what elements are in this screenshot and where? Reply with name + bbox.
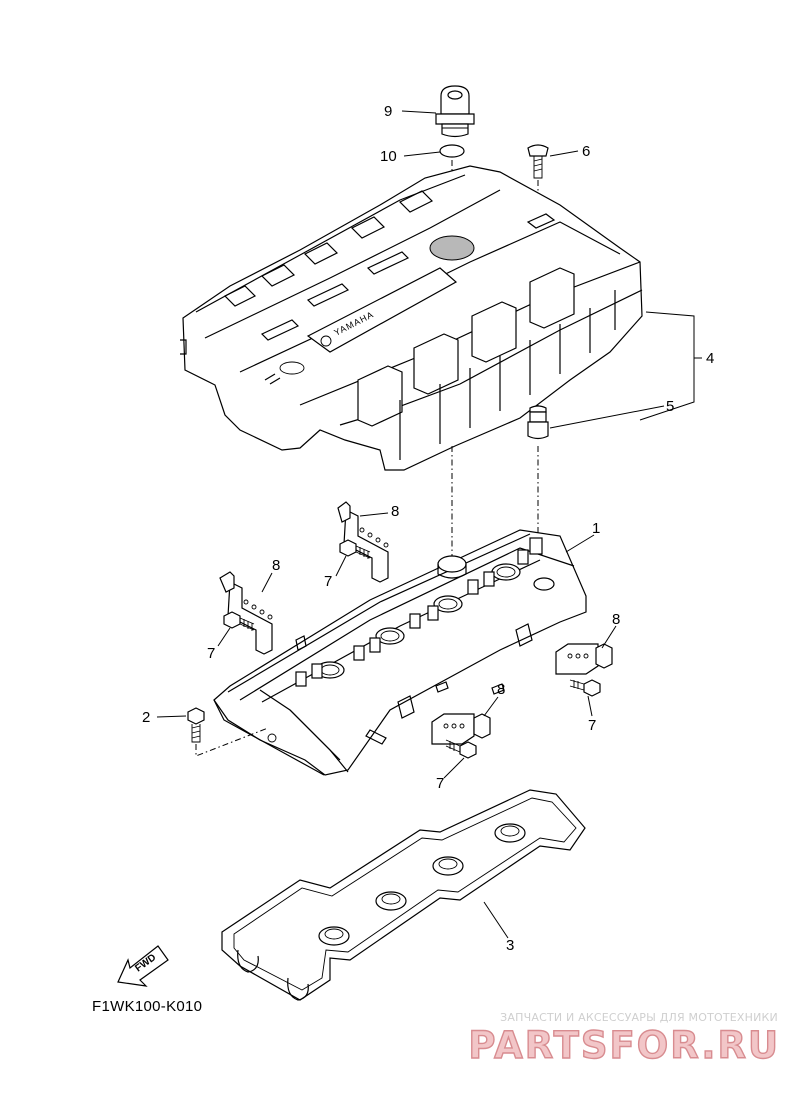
part-bracket-lower — [431, 713, 491, 745]
callout-7-left: 7 — [207, 645, 215, 662]
part-bolt-right — [569, 679, 601, 697]
part-bracket-right — [555, 643, 613, 675]
callout-5: 5 — [666, 398, 674, 415]
part-screw-top — [527, 144, 549, 179]
callout-10: 10 — [380, 148, 397, 165]
callout-7-upper: 7 — [324, 573, 332, 590]
callout-2: 2 — [142, 709, 150, 726]
callout-8-right: 8 — [612, 611, 620, 628]
diagram-code: F1WK100-K010 — [92, 998, 203, 1015]
part-bolt-left — [223, 611, 255, 631]
part-bolt-cover — [187, 707, 205, 743]
part-gasket — [221, 789, 586, 1001]
part-engine-top-cover: YAMAHA — [180, 165, 643, 471]
fwd-arrow-icon: FWD — [117, 945, 169, 987]
callout-4: 4 — [706, 350, 714, 367]
callout-8-left: 8 — [272, 557, 280, 574]
watermark-logo: PARTSFOR.RU — [468, 1023, 780, 1067]
part-o-ring — [439, 144, 465, 158]
callout-8-upper: 8 — [391, 503, 399, 520]
callout-3: 3 — [506, 937, 514, 954]
callout-7-lower: 7 — [436, 775, 444, 792]
callout-7-right: 7 — [588, 717, 596, 734]
part-bracket-upper — [337, 501, 389, 583]
callout-8-lower: 8 — [497, 681, 505, 698]
callout-1: 1 — [592, 520, 600, 537]
part-cylinder-head-cover — [213, 529, 587, 776]
callout-9: 9 — [384, 103, 392, 120]
part-bracket-left — [219, 571, 273, 655]
part-grommet — [527, 405, 549, 440]
callout-6: 6 — [582, 143, 590, 160]
part-bolt-upper — [339, 539, 371, 559]
part-bolt-lower — [445, 739, 477, 759]
watermark-tagline: ЗАПЧАСТИ И АКСЕССУАРЫ ДЛЯ МОТОТЕХНИКИ — [500, 1011, 778, 1024]
part-oil-filler-cap — [435, 85, 475, 138]
